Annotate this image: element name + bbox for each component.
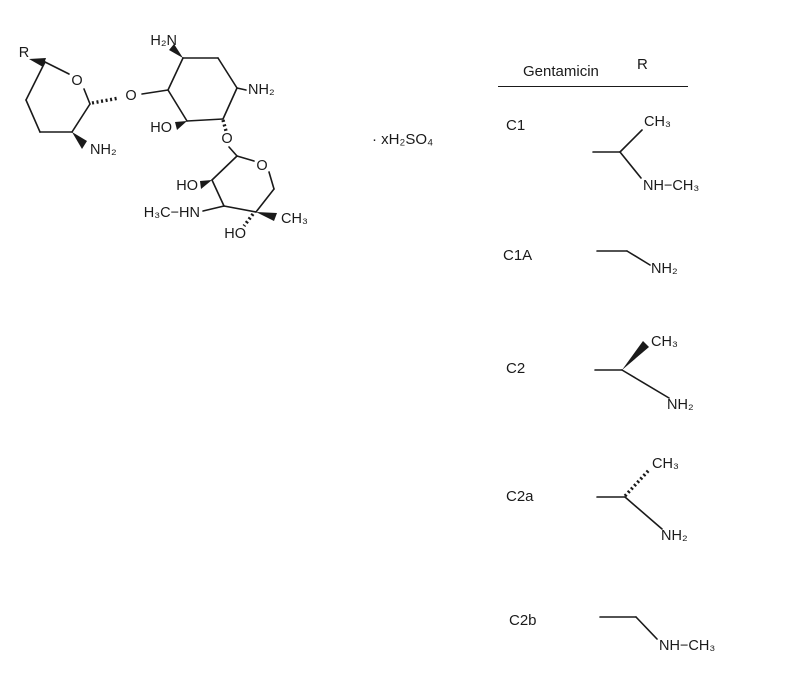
r-group-structure-c1: CH₃ NH−CH₃ (592, 114, 699, 194)
glycosidic-oxygen1-label: O (125, 88, 136, 104)
c1-methylamino-label: NH−CH₃ (643, 178, 699, 194)
row-label-c2: C2 (506, 360, 526, 377)
row-label-c1: C1 (506, 117, 526, 134)
ring-a-oxygen-label: O (71, 73, 82, 89)
hydroxyl-left-label: HO (176, 178, 198, 194)
c2-amine-label: NH₂ (667, 397, 694, 413)
row-label-c1a: C1A (503, 247, 533, 264)
core-wedge-bonds (29, 44, 277, 221)
r-group-structure-c2: CH₃ NH₂ (594, 334, 694, 413)
table-header-rule (498, 86, 688, 87)
c2a-amine-label: NH₂ (661, 528, 688, 544)
r-group-structure-c2a: CH₃ NH₂ (596, 456, 688, 544)
r-group-structure-c2b: NH−CH₃ (599, 616, 715, 654)
c1a-amine-label: NH₂ (651, 261, 678, 277)
ring-a-amine-label: NH₂ (90, 142, 117, 158)
core-bonds (25, 57, 275, 213)
table-header-gentamicin: Gentamicin (523, 63, 599, 80)
r-group-structure-c1a: NH₂ (596, 250, 678, 277)
methyl-label: CH₃ (281, 211, 308, 227)
methylamino-label: H₃C−HN (144, 205, 200, 221)
table-header-r: R (637, 56, 648, 73)
c2a-methyl-label: CH₃ (652, 456, 679, 472)
gentamicin-core-structure: R O NH₂ O H₂N NH₂ HO O O HO H₃C−HN CH₃ H… (19, 33, 308, 242)
row-label-c2a: C2a (506, 488, 534, 505)
core-hashed-bonds (91, 96, 255, 228)
r-group-label: R (19, 45, 29, 61)
c2-methyl-label: CH₃ (651, 334, 678, 350)
hydroxyl-bottom-label: HO (224, 226, 246, 242)
amine-top-label: H₂N (150, 33, 177, 49)
c1-methyl-label: CH₃ (644, 114, 671, 130)
hydroxyl-center-label: HO (150, 120, 172, 136)
glycosidic-oxygen2-label: O (221, 131, 232, 147)
row-label-c2b: C2b (509, 612, 537, 629)
sulfate-salt-label: · xH₂SO₄ (372, 131, 434, 148)
c2b-methylamino-label: NH−CH₃ (659, 638, 715, 654)
core-atom-labels: R O NH₂ O H₂N NH₂ HO O O HO H₃C−HN CH₃ H… (19, 33, 308, 242)
ring-c-oxygen-label: O (256, 158, 267, 174)
amine-right-label: NH₂ (248, 82, 275, 98)
